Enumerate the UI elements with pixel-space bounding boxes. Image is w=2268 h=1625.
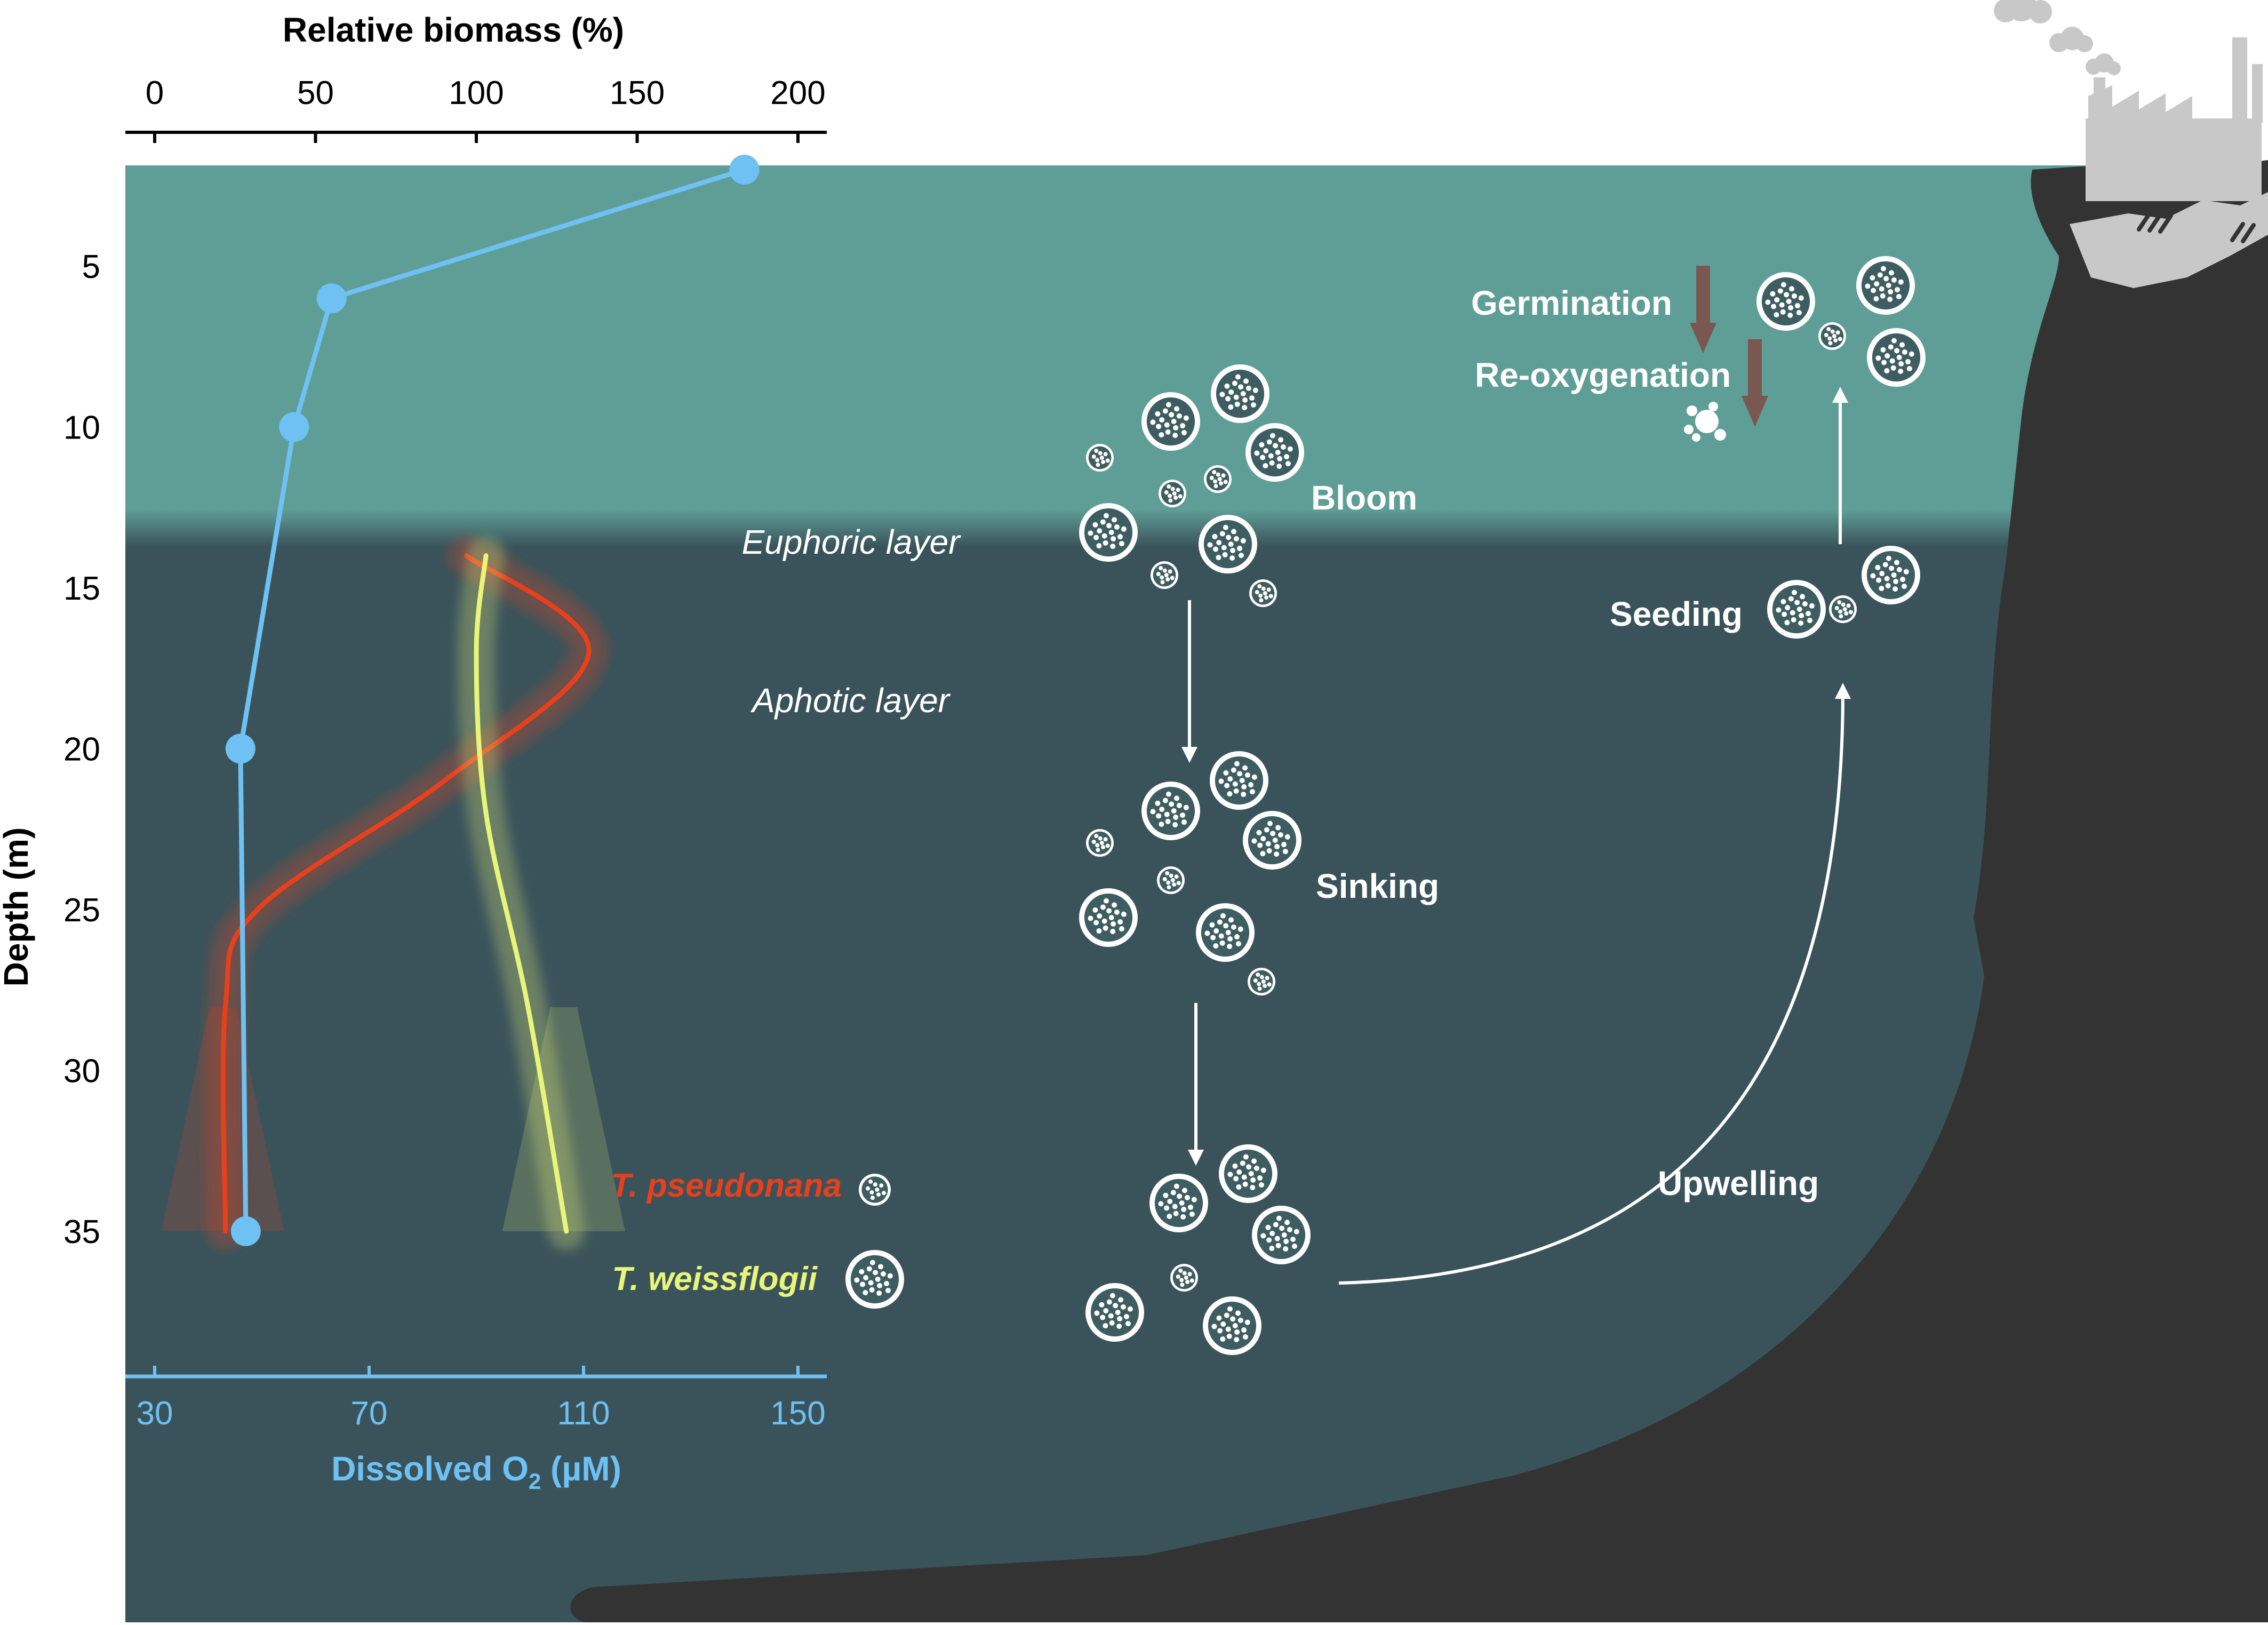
diatom-cell-icon xyxy=(1196,903,1255,962)
biomass-axis: Relative biomass (%) 0 50 100 150 200 xyxy=(125,11,827,143)
oxygen-tick-label-150: 150 xyxy=(770,1395,825,1432)
reoxygenation-arrow-head xyxy=(1742,396,1768,427)
biomass-tick-label-200: 200 xyxy=(770,75,825,111)
depth-tick-label-35: 35 xyxy=(63,1214,100,1250)
sinking-cell-cluster xyxy=(1079,751,1301,995)
diatom-cell-icon xyxy=(1756,272,1815,331)
diatom-cell-icon xyxy=(1199,515,1257,573)
pseudonana-cell-icon xyxy=(859,1174,891,1206)
pseudonana-profile-line xyxy=(220,553,592,1234)
oxygen-axis-title-unit: (µM) xyxy=(541,1449,621,1488)
germination-arrow-head xyxy=(1690,323,1716,353)
diatom-cell-icon xyxy=(1203,1296,1261,1355)
germination-arrow-shaft xyxy=(1696,266,1710,324)
bloom-label: Bloom xyxy=(1311,479,1417,517)
reoxygenation-arrow-shaft xyxy=(1748,339,1762,398)
diatom-cell-icon xyxy=(1867,328,1926,387)
diatom-cell-icon xyxy=(1159,480,1186,507)
weissflogii-band-base xyxy=(502,1007,625,1231)
oxygen-point-3 xyxy=(225,734,255,764)
weissflogii-label: T. weissflogii xyxy=(612,1261,818,1297)
factory-icon xyxy=(1994,0,2268,288)
biomass-axis-title: Relative biomass (%) xyxy=(283,11,624,49)
oxygen-axis: 30 70 110 150 Dissolved O2 (µM) xyxy=(125,1366,827,1494)
oxygen-point-4 xyxy=(230,1216,261,1246)
depth-tick-label-10: 10 xyxy=(63,409,100,446)
biomass-tick-label-150: 150 xyxy=(610,75,665,111)
diatom-cell-icon xyxy=(1085,1283,1144,1342)
diatom-cell-icon xyxy=(1243,811,1301,870)
diatom-cell-icon xyxy=(1079,503,1138,562)
depth-tick-label-20: 20 xyxy=(63,731,100,768)
diatom-cell-icon xyxy=(1252,1206,1311,1264)
diatom-cell-icon xyxy=(1204,465,1232,493)
diatom-cell-icon xyxy=(1151,561,1178,589)
oxygen-bubbles-icon xyxy=(1684,402,1726,442)
diatom-cell-icon xyxy=(1141,782,1200,840)
oxygen-tick-label-70: 70 xyxy=(351,1395,388,1432)
biomass-tick-label-100: 100 xyxy=(449,75,504,111)
reoxygenation-arrows xyxy=(1690,266,1768,427)
diatom-cell-icon xyxy=(1248,968,1275,995)
diatom-cell-icon xyxy=(1149,1174,1208,1232)
depth-axis: Depth (m) 5 10 15 20 25 30 35 xyxy=(0,249,100,1250)
euphotic-layer-label: Euphoric layer xyxy=(741,523,961,561)
oxygen-axis-title: Dissolved O2 (µM) xyxy=(331,1449,621,1494)
weissflogii-profile-line xyxy=(474,553,569,1234)
diatom-cell-icon xyxy=(1079,888,1138,947)
surface-cell-cluster xyxy=(1756,256,1926,387)
diatom-cell-icon xyxy=(1157,866,1185,894)
depth-axis-title: Depth (m) xyxy=(0,827,35,987)
oxygen-point-1 xyxy=(316,283,347,314)
depth-tick-label-5: 5 xyxy=(82,249,100,285)
oxygen-tick-label-110: 110 xyxy=(557,1395,610,1432)
diatom-cell-icon xyxy=(1211,364,1269,423)
diatom-cell-icon xyxy=(1829,595,1857,623)
seeding-label: Seeding xyxy=(1610,595,1743,633)
depth-tick-label-25: 25 xyxy=(63,892,100,929)
outflow-marks xyxy=(2137,211,2256,243)
bottom-cell-cluster xyxy=(1085,1144,1311,1355)
diatom-cell-icon xyxy=(1170,1264,1198,1292)
diatom-cell-icon xyxy=(1141,392,1200,451)
process-arrows xyxy=(1181,387,1851,1285)
reoxygenation-label: Re-oxygenation xyxy=(1475,356,1731,394)
diatom-cell-icon xyxy=(1767,580,1826,639)
oxygen-axis-title-main: Dissolved O xyxy=(331,1449,529,1488)
oxygen-axis-title-sub: 2 xyxy=(529,1469,541,1494)
sinking-label: Sinking xyxy=(1316,867,1439,905)
upwelling-arrow xyxy=(1338,683,1851,1285)
diatom-cell-icon xyxy=(1862,546,1920,604)
oxygen-point-2 xyxy=(279,412,309,442)
diatom-cell-icon xyxy=(1856,256,1915,315)
weissflogii-cell-icon xyxy=(845,1250,904,1309)
pseudonana-label: T. pseudonana xyxy=(611,1167,842,1204)
diatom-cell-icon xyxy=(1210,751,1268,810)
land-cliff xyxy=(570,160,2268,1622)
bloom-cell-cluster xyxy=(1079,364,1304,607)
depth-tick-label-30: 30 xyxy=(63,1053,100,1089)
oxygen-point-0 xyxy=(729,155,760,185)
diatom-cell-icon xyxy=(1818,322,1846,350)
diatom-cell-icon xyxy=(1245,423,1304,482)
biomass-tick-label-50: 50 xyxy=(297,75,334,111)
seeding-cell-cluster xyxy=(1767,546,1920,639)
diatom-cell-icon xyxy=(1086,829,1114,857)
diatom-cell-icon xyxy=(1086,444,1114,472)
upwelling-label: Upwelling xyxy=(1658,1164,1819,1202)
germination-label: Germination xyxy=(1471,284,1672,322)
diatom-cell-icon xyxy=(1249,579,1277,607)
biomass-tick-label-0: 0 xyxy=(146,75,164,111)
oxygen-tick-label-30: 30 xyxy=(137,1395,173,1432)
aphotic-layer-label: Aphotic layer xyxy=(750,681,951,720)
diatom-cell-icon xyxy=(1219,1144,1277,1203)
depth-tick-label-15: 15 xyxy=(63,570,100,607)
